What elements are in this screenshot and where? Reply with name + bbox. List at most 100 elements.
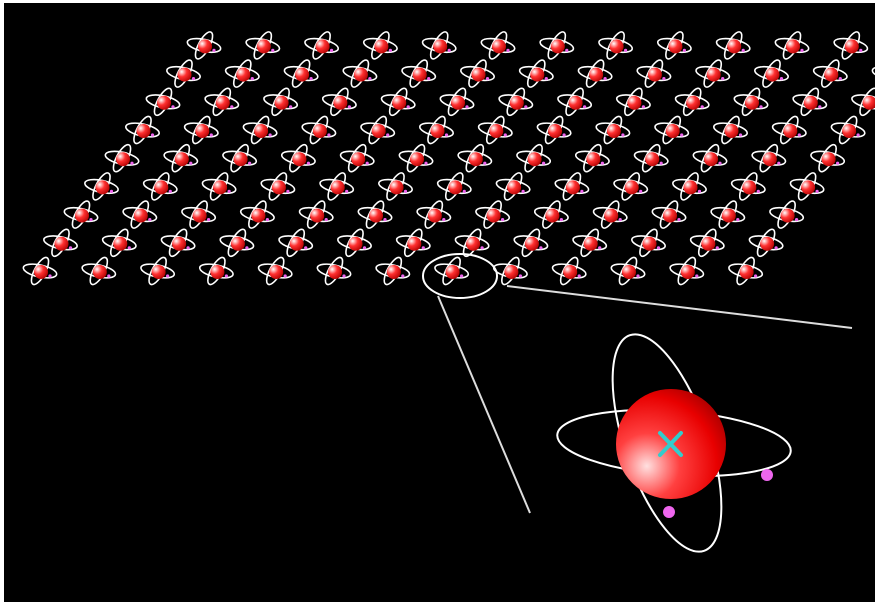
- nucleus-icon: [862, 95, 875, 110]
- nucleus-icon: [604, 208, 619, 223]
- nucleus-icon: [210, 265, 225, 279]
- atom-icon: [166, 59, 201, 88]
- nucleus-icon: [842, 124, 857, 138]
- atom-icon: [833, 31, 869, 60]
- atom-icon: [654, 115, 690, 145]
- atom-icon: [695, 59, 731, 88]
- atom-icon: [181, 200, 217, 229]
- nucleus-icon: [295, 67, 310, 82]
- nucleus-icon: [780, 208, 795, 223]
- atom-icon: [84, 172, 119, 201]
- nucleus-icon: [133, 208, 148, 223]
- atom-icon: [304, 31, 340, 60]
- atom-icon: [186, 31, 222, 60]
- nucleus-icon: [727, 39, 742, 54]
- nucleus-icon: [468, 152, 483, 167]
- atom-icon: [421, 31, 457, 60]
- nucleus-icon: [333, 95, 348, 110]
- nucleus-icon: [527, 152, 542, 167]
- nucleus-icon: [680, 265, 695, 279]
- nucleus-icon: [315, 39, 330, 54]
- atom-icon: [436, 172, 472, 201]
- nucleus-icon: [95, 180, 110, 195]
- atom-icon: [518, 59, 554, 88]
- atom-icon: [572, 228, 608, 258]
- atom-icon: [257, 256, 293, 286]
- atom-icon: [242, 115, 278, 145]
- atom-icon: [142, 172, 178, 201]
- atom-icon: [733, 87, 769, 117]
- atom-icon: [160, 228, 196, 258]
- nucleus-icon: [466, 236, 481, 251]
- nucleus-icon: [54, 236, 69, 251]
- nucleus-icon: [609, 39, 624, 54]
- nucleus-icon: [151, 265, 166, 279]
- atom-icon: [163, 143, 199, 173]
- electron-icon: [761, 469, 773, 481]
- atom-icon: [298, 200, 334, 229]
- nucleus-icon: [386, 265, 401, 279]
- nucleus-icon: [198, 39, 212, 54]
- nucleus-icon: [627, 95, 642, 110]
- nucleus-icon: [624, 180, 639, 195]
- atom-icon: [101, 228, 137, 258]
- nucleus-icon: [739, 265, 754, 279]
- atom-icon: [748, 228, 784, 258]
- atom-icon: [810, 143, 846, 173]
- atom-icon: [145, 87, 181, 117]
- atom-icon: [342, 59, 378, 88]
- nucleus-icon: [374, 39, 389, 54]
- nucleus-icon: [801, 180, 816, 195]
- callout-line-right: [506, 285, 853, 329]
- nucleus-icon: [330, 180, 345, 195]
- nucleus-icon: [507, 180, 522, 195]
- nucleus-icon: [310, 208, 325, 223]
- atom-icon: [278, 228, 314, 258]
- nucleus-icon: [622, 265, 636, 279]
- nucleus-icon: [427, 208, 442, 223]
- nucleus-icon: [251, 208, 266, 223]
- nucleus-icon: [389, 180, 404, 195]
- atom-icon: [395, 228, 431, 258]
- atom-icon: [198, 256, 234, 286]
- nucleus-icon: [192, 208, 207, 223]
- atom-icon: [689, 228, 725, 258]
- atom-icon: [224, 59, 260, 88]
- nucleus-icon: [589, 67, 604, 82]
- nucleus-icon: [545, 208, 560, 223]
- atom-icon: [492, 256, 528, 286]
- atom-icon: [125, 115, 160, 145]
- atom-icon: [245, 31, 281, 60]
- nucleus-icon: [236, 67, 251, 82]
- nucleus-icon: [177, 67, 192, 82]
- nucleus-icon: [762, 152, 777, 167]
- atom-icon: [280, 143, 316, 173]
- nucleus-icon: [548, 124, 563, 138]
- atom-icon: [674, 87, 710, 117]
- atom-icon: [651, 200, 687, 229]
- nucleus-icon: [371, 124, 386, 138]
- nucleus-icon: [563, 265, 578, 279]
- atom-icon: [434, 256, 470, 286]
- nucleus-icon: [706, 67, 721, 82]
- nucleus-icon: [471, 67, 486, 82]
- nucleus-icon: [486, 208, 501, 223]
- nucleus-icon: [116, 152, 130, 167]
- cross-marker-icon: [658, 431, 683, 457]
- atom-icon: [319, 172, 355, 201]
- atom-icon: [774, 31, 810, 60]
- nucleus-icon: [844, 39, 859, 54]
- atom-icon: [183, 115, 219, 145]
- atom-icon: [692, 143, 728, 173]
- nucleus-icon: [583, 236, 598, 251]
- atom-icon: [633, 143, 669, 173]
- nucleus-icon: [448, 180, 463, 195]
- nucleus-icon: [289, 236, 304, 251]
- nucleus-icon: [113, 236, 128, 251]
- atom-icon: [789, 172, 825, 201]
- nucleus-icon: [157, 95, 171, 110]
- nucleus-icon: [489, 124, 504, 138]
- atom-icon: [495, 172, 531, 201]
- atom-icon: [613, 172, 649, 201]
- nucleus-icon: [430, 124, 445, 138]
